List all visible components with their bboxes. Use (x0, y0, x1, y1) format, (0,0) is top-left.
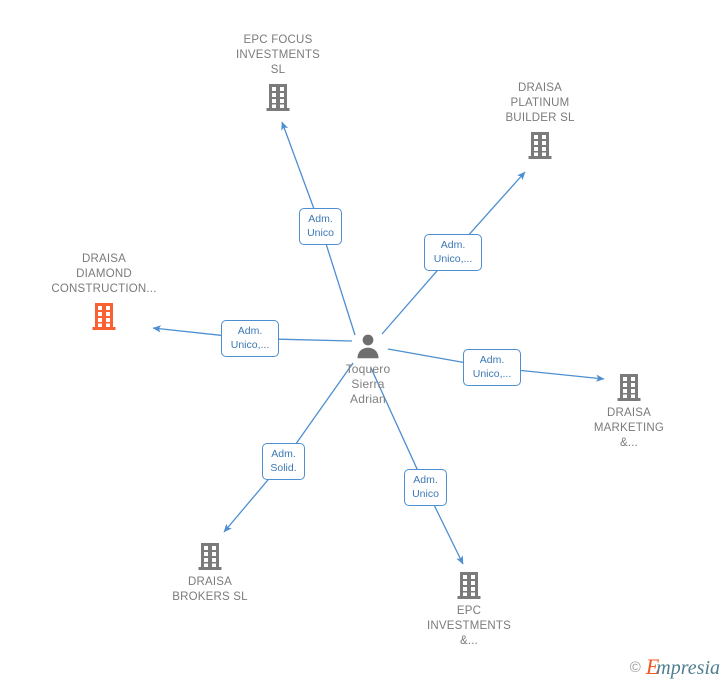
person-icon (357, 334, 379, 359)
edge-line-edge-epc-investments-out (433, 505, 464, 565)
node-draisa-marketing[interactable]: DRAISA MARKETING &... (559, 372, 699, 451)
node-epc-focus-investments[interactable]: EPC FOCUS INVESTMENTS SL (208, 33, 348, 112)
edge-line-edge-draisa-platinum-out (468, 171, 526, 236)
node-epc-focus-investments-label: EPC FOCUS INVESTMENTS SL (236, 34, 320, 76)
node-person-center-label: Toquero Sierra Adrian (345, 362, 391, 406)
node-epc-investments-label: EPC INVESTMENTS &... (427, 605, 511, 647)
edge-line-edge-draisa-marketing-in (387, 348, 465, 364)
edge-label-epc-focus[interactable]: Adm. Unico (299, 208, 342, 245)
node-draisa-diamond-construction-label: DRAISA DIAMOND CONSTRUCTION... (51, 253, 157, 295)
edge-line-edge-epc-focus-in (325, 244, 356, 336)
company-building-icon (92, 303, 116, 330)
watermark-brand-rest: mpresia (656, 657, 720, 679)
node-draisa-brokers[interactable]: DRAISA BROKERS SL (140, 541, 280, 605)
edge-line-edge-draisa-brokers-out (223, 479, 269, 533)
node-draisa-platinum-builder-label: DRAISA PLATINUM BUILDER SL (505, 82, 575, 124)
edge-label-epc-investments[interactable]: Adm. Unico (404, 469, 447, 506)
edge-line-edge-epc-investments-in (370, 367, 418, 470)
edge-label-draisa-diamond[interactable]: Adm. Unico,... (221, 320, 279, 357)
company-building-icon (457, 572, 481, 599)
company-building-icon (617, 374, 641, 401)
node-draisa-marketing-label: DRAISA MARKETING &... (593, 407, 665, 449)
empresia-watermark: © E mpresia (629, 654, 720, 680)
node-person-center[interactable]: Toquero Sierra Adrian (328, 332, 408, 407)
company-building-icon (266, 84, 290, 111)
edge-line-edge-draisa-marketing-out (519, 369, 605, 382)
edge-label-draisa-platinum[interactable]: Adm. Unico,... (424, 234, 482, 271)
edge-line-edge-epc-focus-out (281, 121, 315, 209)
copyright-icon: © (629, 659, 641, 676)
edge-line-edge-draisa-diamond-in (278, 338, 353, 342)
edge-line-edge-draisa-platinum-in (381, 270, 438, 335)
node-epc-investments[interactable]: EPC INVESTMENTS &... (399, 570, 539, 649)
edge-label-draisa-marketing[interactable]: Adm. Unico,... (463, 349, 521, 386)
company-building-icon (528, 132, 552, 159)
node-draisa-diamond-construction[interactable]: DRAISA DIAMOND CONSTRUCTION... (14, 252, 194, 331)
company-building-icon (198, 543, 222, 570)
node-draisa-platinum-builder[interactable]: DRAISA PLATINUM BUILDER SL (470, 81, 610, 160)
edge-line-edge-draisa-brokers-in (295, 362, 354, 445)
node-draisa-brokers-label: DRAISA BROKERS SL (172, 576, 248, 603)
edge-label-draisa-brokers[interactable]: Adm. Solid. (262, 443, 305, 480)
edge-line-edge-draisa-diamond-out (152, 325, 222, 337)
watermark-brand-initial: E (645, 654, 660, 679)
